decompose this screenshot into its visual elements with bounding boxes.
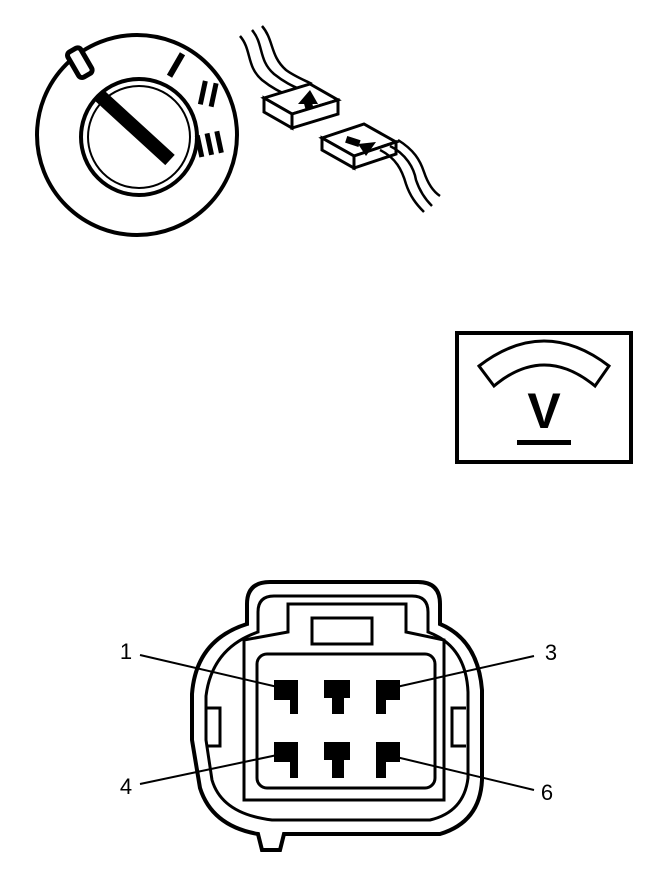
lower-plug-arrow-stem [345, 135, 361, 147]
position-iii-bar-1 [194, 134, 205, 158]
leader-line-pin-4 [139, 753, 283, 785]
position-i-glyph [166, 52, 186, 78]
leader-line-pin-6 [391, 755, 535, 791]
upper-plug-side [290, 97, 340, 131]
lower-wire-1 [379, 148, 425, 213]
leader-line-pin-1 [139, 654, 283, 689]
lower-plug-side [352, 139, 398, 171]
ignition-switch [35, 33, 239, 237]
leader-line-pin-3 [391, 655, 535, 689]
position-ii-bar-2 [208, 82, 219, 108]
pin-6 [376, 742, 400, 778]
lower-plug [318, 122, 400, 171]
lower-wire-2 [389, 144, 433, 207]
voltmeter-symbol: V [527, 383, 561, 439]
connector-pin-cavity [255, 652, 437, 790]
upper-plug-arrow-icon [298, 90, 318, 104]
ignition-position-iii [194, 130, 224, 158]
pin-label-3: 3 [545, 640, 557, 665]
ignition-position-0 [65, 45, 95, 81]
lower-plug-arrow-icon [358, 142, 376, 156]
voltmeter-scale-arc [476, 339, 612, 389]
pin-2 [324, 680, 350, 714]
ignition-position-i [166, 52, 186, 78]
pin-label-4: 4 [120, 774, 132, 799]
pin-label-1: 1 [120, 639, 132, 664]
upper-plug-arrow-stem [302, 97, 314, 109]
voltmeter-icon: V [455, 331, 633, 464]
six-pin-connector: 1 3 4 6 [120, 580, 557, 852]
ignition-position-ii [197, 80, 219, 108]
upper-plug [260, 82, 342, 131]
voltmeter-dc-underline [517, 440, 571, 445]
lower-wire-3 [397, 138, 441, 198]
pin-5 [324, 742, 350, 778]
pin-4 [274, 742, 298, 778]
connector-key-left [206, 706, 222, 748]
connector-disconnect-icon [239, 25, 441, 213]
connector-key-right [450, 706, 466, 748]
upper-wire-3 [261, 25, 313, 86]
position-iii-bar-2 [204, 132, 215, 156]
pin-label-6: 6 [541, 780, 553, 805]
position-0-glyph [65, 45, 95, 81]
upper-wire-2 [251, 29, 303, 92]
position-iii-bar-3 [214, 130, 224, 154]
connector-latch [310, 616, 374, 646]
position-ii-bar-1 [197, 80, 208, 105]
ignition-key-slot [95, 90, 175, 166]
